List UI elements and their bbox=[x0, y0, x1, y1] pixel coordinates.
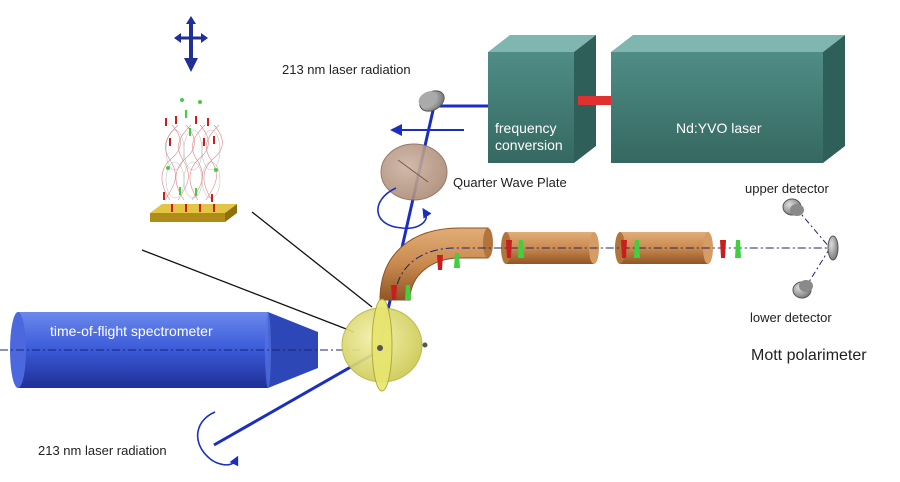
mirror-icon bbox=[418, 90, 445, 112]
lower-detector-label: lower detector bbox=[750, 310, 832, 325]
molecular-film-sample bbox=[150, 98, 237, 222]
laser-beam-out bbox=[378, 104, 488, 346]
zoom-line-lower bbox=[141, 249, 355, 333]
detector-axis-upper bbox=[795, 207, 831, 249]
curved-deflector-tube bbox=[379, 227, 493, 301]
detector-axis-lower bbox=[803, 247, 831, 291]
mott-target bbox=[827, 235, 839, 261]
quarter-wave-plate bbox=[380, 143, 448, 201]
laser-label-bottom: 213 nm laser radiation bbox=[38, 443, 167, 458]
sample-holder bbox=[341, 298, 428, 392]
laser-link-bar bbox=[578, 96, 611, 105]
quarter-wave-plate-label: Quarter Wave Plate bbox=[453, 175, 567, 190]
tof-spectrometer-label: time-of-flight spectrometer bbox=[50, 323, 213, 339]
ndyvo-laser-box bbox=[611, 35, 845, 163]
mott-polarimeter-label: Mott polarimeter bbox=[751, 347, 867, 364]
electron-axis bbox=[394, 247, 830, 301]
electron-spin-arrows bbox=[391, 240, 741, 300]
ndyvo-laser-label: Nd:YVO laser bbox=[676, 120, 762, 136]
frequency-conversion-box bbox=[488, 35, 596, 163]
zoom-line-upper bbox=[251, 211, 373, 308]
rotation-arrow-icon bbox=[377, 187, 432, 230]
detector-icon-lower bbox=[792, 280, 813, 299]
move-arrows-icon bbox=[174, 16, 208, 72]
frequency-conversion-label: frequency conversion bbox=[495, 120, 563, 153]
rotation-arrow-icon-bottom bbox=[196, 411, 239, 467]
upper-detector-label: upper detector bbox=[745, 181, 829, 196]
detector-icon bbox=[782, 198, 804, 216]
laser-label-top: 213 nm laser radiation bbox=[282, 62, 411, 77]
